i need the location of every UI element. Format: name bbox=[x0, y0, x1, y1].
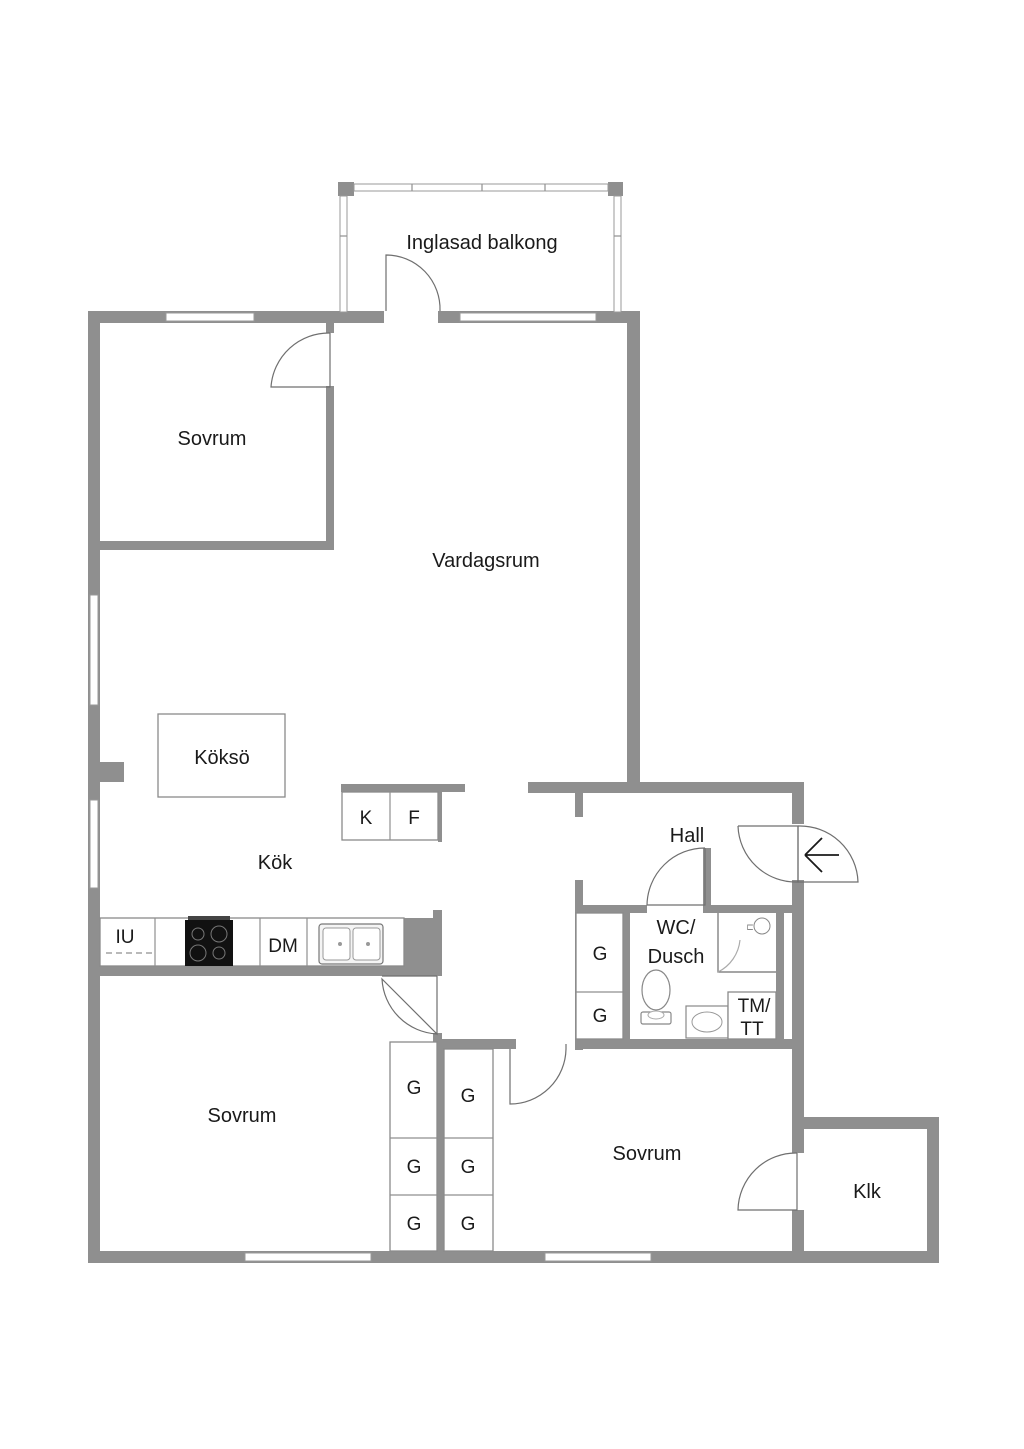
toilet-icon bbox=[640, 969, 672, 1025]
washbasin-icon bbox=[685, 1005, 729, 1039]
wardrobe-label: G bbox=[593, 1006, 608, 1027]
room-label-wc-line1: WC/ bbox=[657, 917, 696, 939]
room-label-koksö: Köksö bbox=[194, 747, 250, 769]
fixture-label-k: K bbox=[360, 808, 373, 829]
fixture-label-tm-line2: TT bbox=[740, 1019, 764, 1040]
room-label-sovrum-bottom-left: Sovrum bbox=[208, 1105, 277, 1127]
fixture-label-iu: IU bbox=[116, 927, 135, 948]
wardrobe-label: G bbox=[461, 1086, 476, 1107]
fixture-label-dm: DM bbox=[268, 936, 298, 957]
room-label-vardagsrum: Vardagsrum bbox=[432, 550, 539, 572]
room-label-kok: Kök bbox=[258, 852, 293, 874]
room-label-hall: Hall bbox=[670, 825, 704, 847]
fridge-freezer bbox=[341, 791, 439, 841]
wardrobe-label: G bbox=[593, 944, 608, 965]
windows bbox=[89, 312, 652, 1262]
fixture-label-tm-line1: TM/ bbox=[738, 996, 771, 1017]
wardrobe-label: G bbox=[461, 1157, 476, 1178]
room-label-klk: Klk bbox=[853, 1181, 882, 1203]
fixture-label-f: F bbox=[408, 808, 420, 829]
wardrobe-label: G bbox=[407, 1078, 422, 1099]
stove-icon bbox=[185, 916, 233, 966]
room-label-sovrum-top: Sovrum bbox=[178, 428, 247, 450]
kitchen-island bbox=[157, 713, 286, 798]
wardrobe-label: G bbox=[407, 1157, 422, 1178]
glazed-balcony bbox=[338, 182, 623, 313]
room-label-sovrum-bottom-mid: Sovrum bbox=[613, 1143, 682, 1165]
room-label-wc-line2: Dusch bbox=[648, 946, 705, 968]
washer-dryer bbox=[727, 991, 777, 1040]
sink-icon bbox=[318, 923, 384, 965]
room-label-inglasad-balkong: Inglasad balkong bbox=[406, 232, 557, 254]
wardrobe-label: G bbox=[461, 1214, 476, 1235]
svg-text:⊏: ⊏ bbox=[746, 922, 754, 932]
wardrobe-label: G bbox=[407, 1214, 422, 1235]
wardrobes bbox=[389, 912, 624, 1252]
shower-icon: ⊏ bbox=[717, 913, 776, 973]
doors bbox=[270, 254, 859, 1211]
